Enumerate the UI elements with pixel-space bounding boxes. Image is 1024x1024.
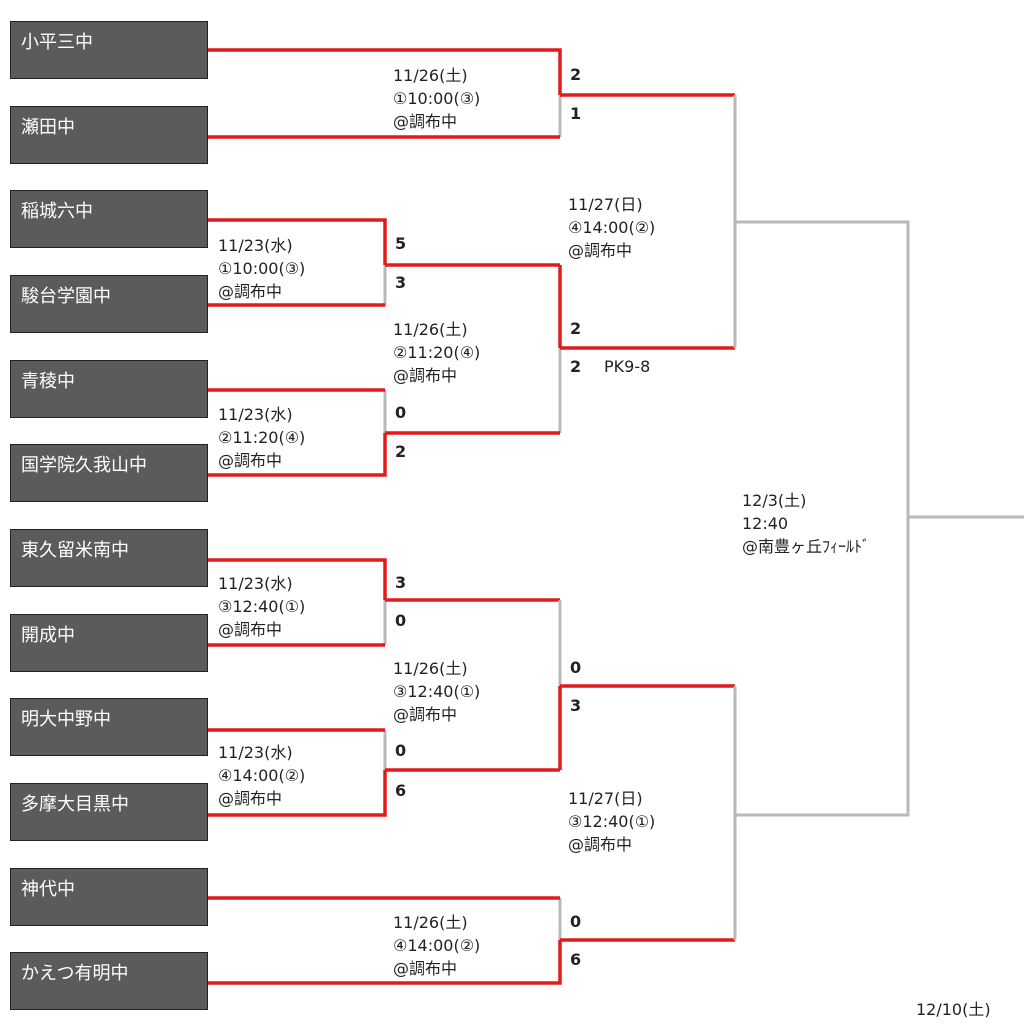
match-date: 11/23(水) [218,405,293,424]
match-venue: @調布中 [568,241,633,260]
match-info: 11/23(水) ③12:40(①) @調布中 [218,572,305,641]
match-info: 11/27(日) ④14:00(②) @調布中 [568,193,655,262]
match-date: 11/27(日) [568,789,643,808]
line-inagi [208,218,387,265]
match-date: 11/23(水) [218,743,293,762]
line-tamadai [208,770,387,817]
team-box: 小平三中 [10,21,208,79]
team-name: 東久留米南中 [21,540,129,561]
match-info: 11/23(水) ②11:20(④) @調布中 [218,403,305,472]
team-box: 瀬田中 [10,106,208,164]
match-time: ④14:00(②) [393,936,481,955]
match-venue: @調布中 [218,282,283,301]
match-venue: @調布中 [568,835,633,854]
team-name: 駿台学園中 [21,286,111,307]
team-name: 明大中野中 [21,709,111,730]
team-box: 東久留米南中 [10,529,208,587]
match-time: ②11:20(④) [218,428,306,447]
score: 6 [395,781,407,800]
final-date: 12/10(土) [916,1000,991,1019]
match-time: ①10:00(③) [393,89,481,108]
line-kodaira [208,48,562,95]
line-kugayama [208,433,387,477]
team-box: 多摩大目黒中 [10,783,208,841]
team-box: かえつ有明中 [10,952,208,1010]
team-name: 稲城六中 [21,201,93,222]
match-info: 11/26(土) ①10:00(③) @調布中 [393,64,480,133]
team-box: 国学院久我山中 [10,444,208,502]
team-box: 明大中野中 [10,698,208,756]
score: 0 [395,611,407,630]
match-info: 11/26(土) ②11:20(④) @調布中 [393,318,480,387]
match-info: 11/26(土) ④14:00(②) @調布中 [393,911,480,980]
match-venue: @調布中 [218,789,283,808]
match-venue: @調布中 [218,620,283,639]
team-box: 稲城六中 [10,190,208,248]
score: 2 [395,442,407,461]
team-name: 国学院久我山中 [21,455,147,476]
team-box: 開成中 [10,614,208,672]
match-time: ①10:00(③) [218,259,306,278]
score: 5 [395,234,407,253]
team-name: 小平三中 [21,32,93,53]
team-name: 瀬田中 [21,117,75,138]
match-info: 11/26(土) ③12:40(①) @調布中 [393,657,480,726]
team-box: 青稜中 [10,360,208,418]
line-higashikurume [208,558,387,600]
team-name: 青稜中 [21,371,75,392]
score: 6 [570,950,582,969]
team-name: かえつ有明中 [21,963,129,984]
score: 0 [570,658,582,677]
match-time: ③12:40(①) [218,597,306,616]
score: 0 [570,912,582,931]
score: 3 [570,696,582,715]
score: 3 [395,573,407,592]
match-venue: @南豊ヶ丘ﾌｨｰﾙﾄﾞ [742,537,871,556]
match-date: 11/26(土) [393,913,468,932]
match-time: ③12:40(①) [568,812,656,831]
team-box: 駿台学園中 [10,275,208,333]
score: 2 [570,357,582,376]
match-time: ③12:40(①) [393,682,481,701]
score: 2 [570,319,582,338]
team-name: 開成中 [21,625,75,646]
match-time: ④14:00(②) [218,766,306,785]
match-info: 12/3(土) 12:40 @南豊ヶ丘ﾌｨｰﾙﾄﾞ [742,489,870,558]
score: 2 [570,65,582,84]
team-box: 神代中 [10,868,208,926]
match-info: 11/27(日) ③12:40(①) @調布中 [568,787,655,856]
score: 0 [395,741,407,760]
match-date: 11/27(日) [568,195,643,214]
line-kaetsu [208,940,562,985]
match-date: 11/26(土) [393,66,468,85]
match-date: 11/23(水) [218,236,293,255]
score: 0 [395,403,407,422]
match-date: 11/23(水) [218,574,293,593]
match-venue: @調布中 [393,366,458,385]
team-name: 多摩大目黒中 [21,794,129,815]
team-name: 神代中 [21,879,75,900]
score: 3 [395,273,407,292]
match-info: 11/23(水) ①10:00(③) @調布中 [218,234,305,303]
match-time: ④14:00(②) [568,218,656,237]
pk-note: PK9-8 [604,357,651,376]
match-venue: @調布中 [393,112,458,131]
match-date: 11/26(土) [393,659,468,678]
match-time: 12:40 [742,514,789,533]
match-venue: @調布中 [218,451,283,470]
match-date: 11/26(土) [393,320,468,339]
score: 1 [570,104,582,123]
match-date: 12/3(土) [742,491,807,510]
match-venue: @調布中 [393,705,458,724]
match-venue: @調布中 [393,959,458,978]
match-time: ②11:20(④) [393,343,481,362]
match-info: 11/23(水) ④14:00(②) @調布中 [218,741,305,810]
